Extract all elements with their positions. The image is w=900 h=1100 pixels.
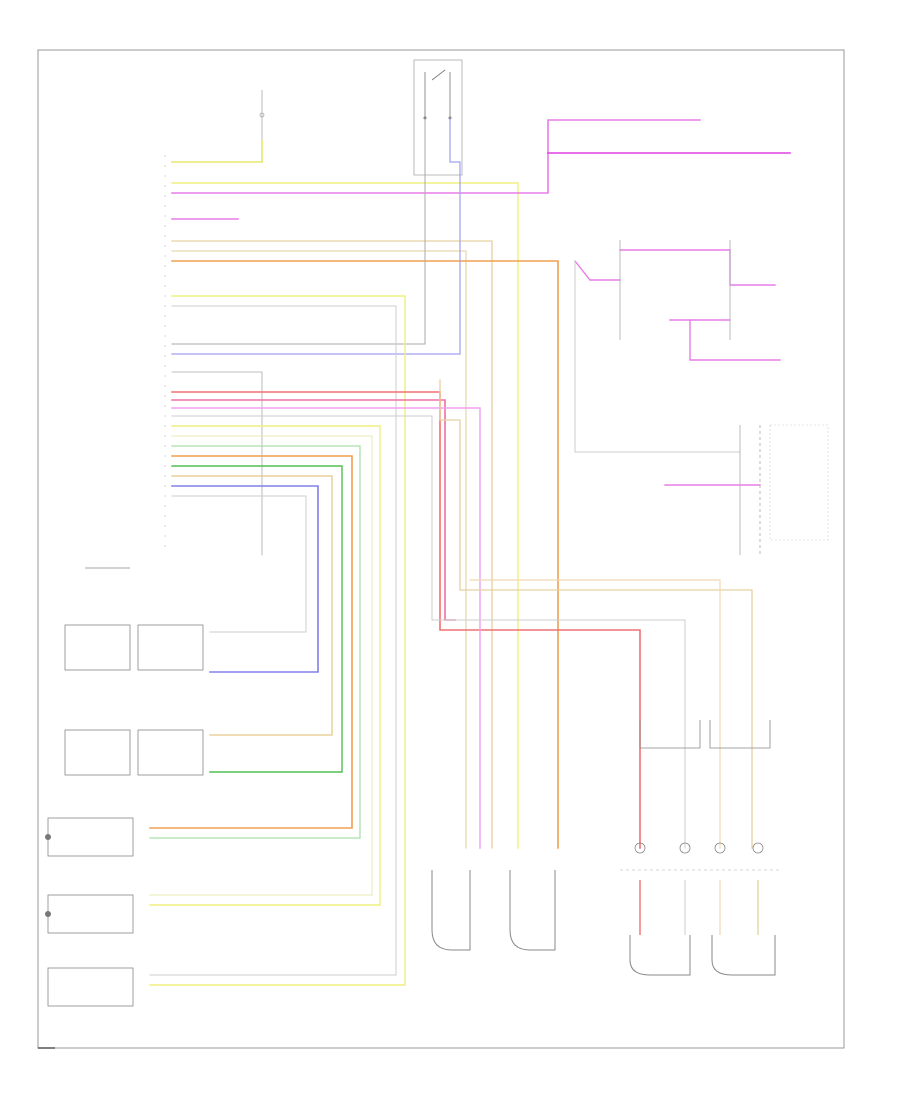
top-switch-group: [413, 59, 463, 176]
wire-blue-low: [171, 485, 319, 673]
wire-pink-rel4: [689, 319, 781, 361]
module-box-2: [47, 894, 134, 934]
wire-yellow-low: [149, 425, 381, 906]
module-box-1: [47, 817, 134, 857]
module-box-3: [47, 967, 134, 1007]
airbag-shape-2: [509, 870, 556, 951]
wire-lightgreen: [149, 445, 361, 839]
wire-group: [149, 117, 791, 986]
wire-red-1: [171, 391, 641, 849]
wire-tan-right2: [469, 579, 721, 849]
bottom-center-airbags: [431, 870, 556, 951]
wire-yellow-2: [171, 182, 519, 849]
sensor-box-4: [137, 729, 204, 776]
left-sensors: [45, 567, 204, 1007]
wire-yellow-sensor: [149, 295, 406, 986]
wire-gray-sensor: [149, 305, 397, 976]
sensor-box-2: [137, 624, 204, 671]
wire-pink-rel2: [729, 249, 776, 286]
wire-blue-switch: [171, 117, 461, 355]
airbag-shape-1: [431, 870, 471, 951]
wire-tan-1: [171, 240, 493, 849]
wire-ground: [171, 371, 263, 556]
wire-gray-right: [574, 260, 741, 453]
sensor-box-3: [64, 729, 131, 776]
wire-tan-right: [439, 379, 753, 849]
wire-orange-low: [149, 455, 353, 829]
sensor-box-1: [64, 624, 131, 671]
switch-box: [413, 59, 463, 176]
wire-pink-top: [171, 119, 701, 194]
diagram-frame: [37, 49, 845, 1049]
wire-pink-right: [574, 260, 621, 281]
wire-gray-bottom: [171, 495, 307, 633]
top-left-component: [259, 90, 265, 162]
wire-pinkred: [171, 399, 456, 621]
wire-lightyellow: [149, 435, 373, 896]
wire-gray-low: [171, 415, 686, 849]
bottom-right-airbags: [620, 720, 780, 976]
wire-green: [171, 465, 343, 773]
wire-tan-low: [171, 475, 333, 736]
wire-tan-2: [171, 250, 467, 849]
wire-orange-1: [171, 260, 559, 849]
relay-group: [619, 240, 829, 555]
wire-gray-switch: [171, 117, 426, 345]
wire-pink-low: [171, 407, 481, 849]
